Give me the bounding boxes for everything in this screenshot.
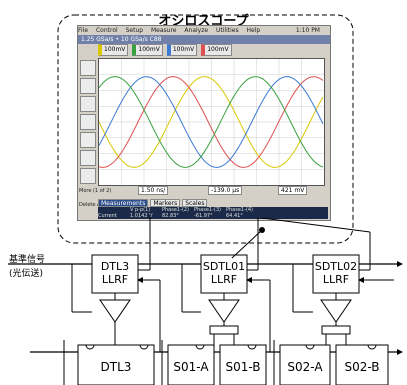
meas-header: Phase1-(2)	[162, 207, 189, 213]
channel-2-scale[interactable]: 100mV	[132, 44, 163, 56]
amplifier-1	[99, 299, 131, 323]
meas-header: Phase1-(3)	[194, 207, 221, 213]
meas-cell: -61.97°	[194, 213, 213, 219]
meas-cell: Current	[98, 213, 117, 219]
tool-button[interactable]	[80, 60, 96, 76]
tool-button[interactable]	[80, 78, 96, 94]
channel-row: 100mV 100mV 100mV 100mV	[98, 44, 328, 56]
menu-file[interactable]: File	[78, 27, 89, 34]
menu-utilities[interactable]: Utilities	[215, 27, 239, 34]
scope-tabs: Measurements Markers Scales	[98, 199, 208, 207]
cavity-label-s01b: S01-B	[225, 360, 261, 374]
cavity-s01b	[219, 344, 267, 385]
measurement-panel: V p-p(1) Phase1-(2) Phase1-(3) Phase1-(4…	[98, 207, 328, 219]
meas-header: Phase1-(4)	[226, 207, 253, 213]
tab-markers[interactable]: Markers	[150, 199, 181, 207]
cavity-s02b	[335, 344, 389, 385]
tool-button[interactable]	[80, 96, 96, 112]
reference-signal-sublabel: (光伝送)	[9, 269, 44, 279]
menu-measure[interactable]: Measure	[150, 27, 177, 34]
cavity-label-dtl3: DTL3	[100, 360, 132, 374]
amplifier-2	[208, 299, 240, 323]
llrf-box-sdtl02	[312, 254, 360, 294]
tool-button[interactable]	[80, 150, 96, 166]
reference-signal-label: 基準信号	[9, 255, 46, 265]
waveform-trace	[99, 76, 324, 168]
delete-all-button[interactable]: Delete All	[79, 202, 104, 208]
tool-button[interactable]	[80, 168, 96, 184]
oscilloscope-screen: File Control Setup Measure Analyze Utili…	[77, 25, 331, 221]
amplifier-3	[320, 299, 352, 323]
channel-3-scale[interactable]: 100mV	[166, 44, 198, 56]
scope-status: 1.25 GSa/s • 10 GSa/s C88	[78, 35, 330, 44]
tool-button[interactable]	[80, 132, 96, 148]
cavity-label-s02a: S02-A	[287, 360, 323, 374]
channel-4-scale[interactable]: 100mV	[201, 44, 232, 56]
tab-scales[interactable]: Scales	[182, 199, 208, 207]
waveform-trace	[99, 76, 324, 168]
channel-1-scale[interactable]: 100mV	[98, 44, 129, 56]
waveform-display	[98, 58, 325, 186]
llrf-box-sdtl01	[200, 254, 248, 294]
meas-cell: 1.0142 V	[130, 213, 153, 219]
trigger-level-field[interactable]: 421 mV	[278, 186, 308, 195]
tab-measurements[interactable]: Measurements	[98, 199, 149, 207]
cavity-s01a	[167, 344, 215, 385]
timebase-field[interactable]: 1.50 ns/	[138, 186, 169, 195]
cavity-label-s01a: S01-A	[173, 360, 209, 374]
more-button[interactable]: More (1 of 2)	[79, 188, 112, 194]
menu-control[interactable]: Control	[95, 27, 118, 34]
cavity-s02a	[279, 344, 331, 385]
menu-analyze[interactable]: Analyze	[184, 27, 209, 34]
scope-toolbar	[80, 60, 96, 186]
meas-row: Current 1.0142 V 82.83° -61.97° 64.41°	[98, 213, 328, 219]
tool-button[interactable]	[80, 114, 96, 130]
position-field[interactable]: -139.0 µs	[208, 186, 243, 195]
waveform-trace	[99, 76, 324, 168]
menu-setup[interactable]: Setup	[125, 27, 144, 34]
meas-header-row: V p-p(1) Phase1-(2) Phase1-(3) Phase1-(4…	[98, 207, 328, 213]
scope-clock: 1:10 PM	[295, 27, 320, 34]
menu-help[interactable]: Help	[246, 27, 261, 34]
cavity-dtl3	[77, 344, 155, 385]
meas-header: V p-p(1)	[130, 207, 151, 213]
waveforms	[99, 59, 324, 185]
waveform-trace	[99, 76, 324, 168]
meas-cell: 64.41°	[226, 213, 243, 219]
horizontal-controls: 1.50 ns/ -139.0 µs 421 mV	[98, 186, 328, 198]
cavity-label-s02b: S02-B	[344, 360, 380, 374]
scope-menubar: File Control Setup Measure Analyze Utili…	[78, 26, 330, 35]
meas-cell: 82.83°	[162, 213, 179, 219]
